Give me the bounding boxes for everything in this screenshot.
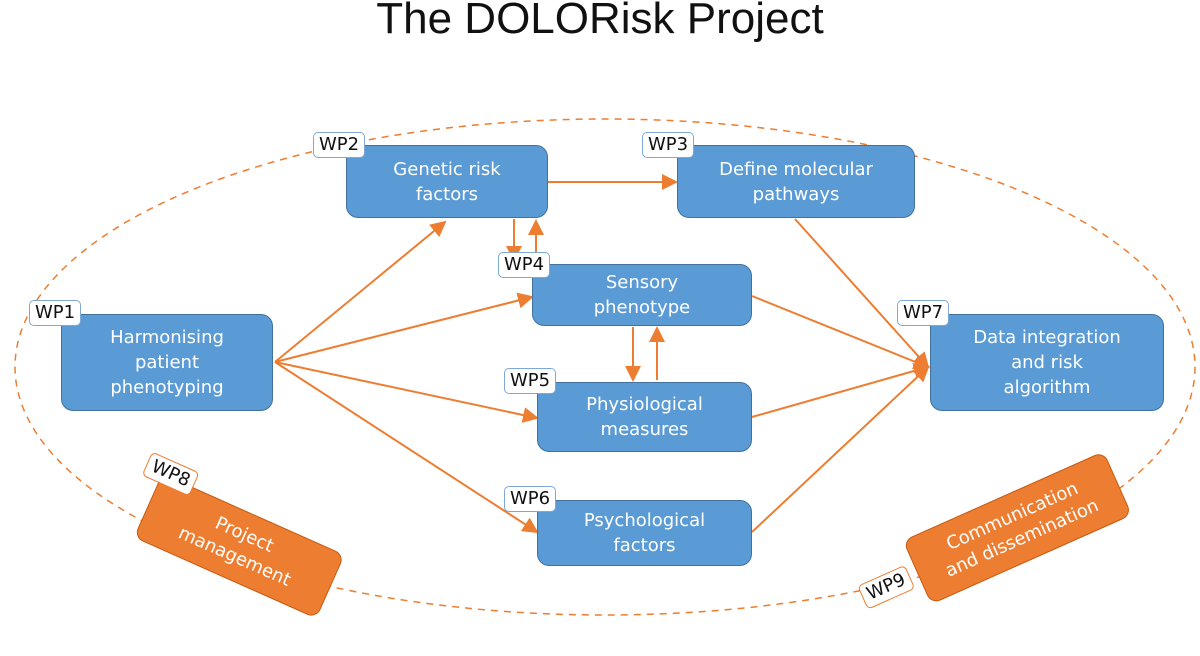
wp3-box: Define molecular pathways [677, 145, 915, 218]
project-boundary [14, 118, 1196, 616]
wp9-tag: WP9 [857, 564, 916, 610]
arrow-wp1-wp5 [274, 361, 539, 423]
wp4-label: Sensory phenotype [593, 272, 691, 318]
arrow-wp5-wp7 [751, 363, 930, 418]
wp7-label: Data integration and risk algorithm [973, 327, 1121, 398]
wp2-tag: WP2 [313, 132, 366, 158]
diagram-title: The DOLORisk Project [376, 0, 824, 43]
arrow-wp4-wp7 [751, 295, 930, 370]
wp1-tag: WP1 [29, 300, 82, 326]
wp7-tag: WP7 [897, 300, 950, 326]
wp5-label: Physiological measures [586, 394, 703, 440]
wp5-box: Physiological measures [537, 382, 752, 452]
arrow-wp1-wp2 [274, 220, 447, 363]
arrow-wp1-wp6 [274, 361, 539, 534]
wp4-box: Sensory phenotype [532, 264, 752, 326]
wp1-box: Harmonising patient phenotyping [61, 314, 273, 411]
wp8-label: Project management [175, 512, 294, 591]
wp4-tag: WP4 [498, 252, 551, 278]
wp2-label: Genetic risk factors [393, 158, 501, 205]
wp5-tag: WP5 [504, 368, 557, 394]
arrow-wp6-wp7 [751, 365, 930, 533]
wp3-tag: WP3 [642, 132, 695, 158]
wp6-tag: WP6 [504, 486, 557, 512]
wp9-label: Communication and dissemination [942, 477, 1102, 582]
wp3-label: Define molecular pathways [719, 158, 873, 205]
wp6-label: Psychological factors [583, 510, 706, 556]
connectors [14, 118, 1196, 616]
wp2-box: Genetic risk factors [346, 145, 548, 218]
wp7-box: Data integration and risk algorithm [930, 314, 1164, 411]
wp6-box: Psychological factors [537, 500, 752, 566]
arrow-wp3-wp7 [794, 218, 930, 369]
wp1-label: Harmonising patient phenotyping [110, 327, 224, 398]
arrow-wp1-wp4 [274, 292, 534, 363]
